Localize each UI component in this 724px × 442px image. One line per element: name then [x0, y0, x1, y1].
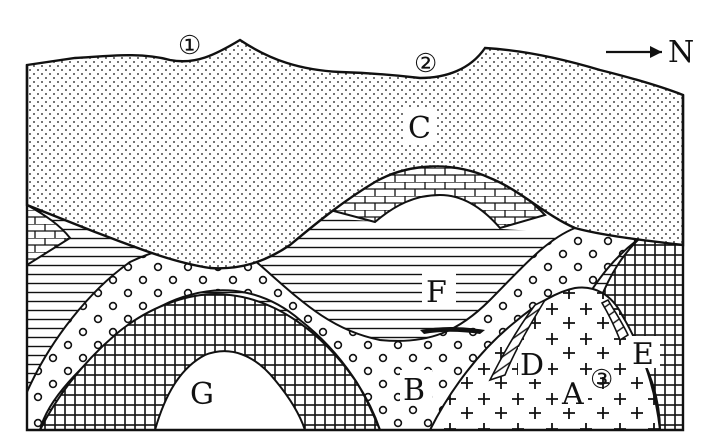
point-label-1: ① — [178, 31, 201, 61]
rock-label-E: E — [632, 337, 654, 372]
layer-C-dots — [25, 38, 685, 270]
label-bg-D — [518, 347, 548, 379]
layer-E-contact — [600, 298, 630, 342]
point-label-2: ② — [414, 49, 437, 79]
label-bg-F — [422, 272, 456, 306]
rock-label-F: F — [426, 275, 447, 310]
label-bg-C — [404, 108, 436, 144]
syncline-core-mark — [420, 327, 485, 334]
label-bg-A — [560, 376, 588, 408]
layer-D-contact — [488, 298, 548, 382]
north-arrow — [606, 46, 662, 58]
rock-label-B: B — [403, 373, 425, 408]
rock-label-G: G — [190, 377, 214, 412]
rock-label-A: A — [561, 377, 584, 412]
point-label-3: ③ — [590, 365, 613, 395]
section-frame — [25, 65, 685, 432]
rock-label-D: D — [520, 348, 544, 383]
label-bg-B — [400, 370, 432, 404]
north-label: N — [668, 35, 694, 70]
rock-label-C: C — [408, 111, 431, 146]
label-bg-E — [630, 336, 660, 368]
layer-G-core — [153, 350, 307, 431]
